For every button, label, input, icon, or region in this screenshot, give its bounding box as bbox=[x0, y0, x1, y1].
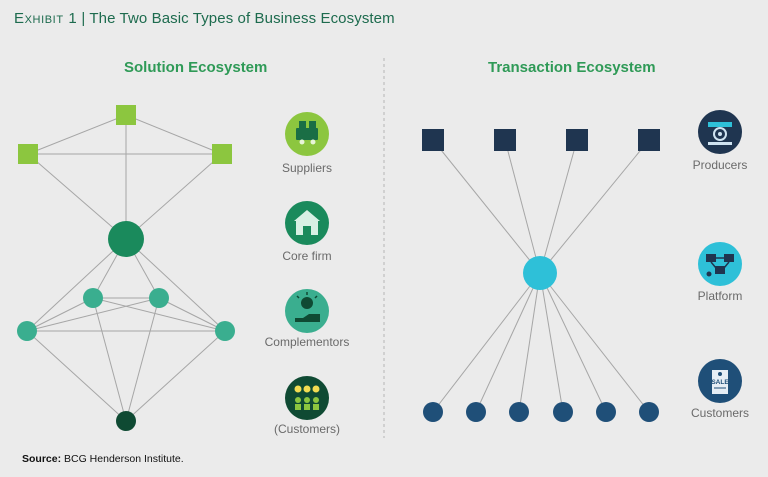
supplier-node bbox=[212, 144, 232, 164]
transaction-network-edges bbox=[432, 139, 650, 413]
customers-icon bbox=[285, 376, 329, 420]
legend-label-complementors: Complementors bbox=[264, 335, 350, 349]
customers-sale-tag-icon: SALE bbox=[698, 359, 742, 403]
exhibit-title: Exhibit 1|The Two Basic Types of Busines… bbox=[14, 10, 395, 27]
producer-node bbox=[494, 129, 516, 151]
solution-network-edges bbox=[26, 114, 226, 422]
customer-node bbox=[596, 402, 616, 422]
exhibit-title-text: The Two Basic Types of Business Ecosyste… bbox=[89, 10, 395, 27]
complementor-node bbox=[215, 321, 235, 341]
core-firm-node bbox=[108, 221, 144, 257]
legend-label-customers-transaction: Customers bbox=[690, 406, 749, 420]
customer-node bbox=[423, 402, 443, 422]
source-text: BCG Henderson Institute. bbox=[64, 453, 184, 465]
platform-icon bbox=[698, 242, 742, 286]
solution-ecosystem-heading: Solution Ecosystem bbox=[124, 59, 268, 76]
customer-node bbox=[466, 402, 486, 422]
platform-node bbox=[523, 256, 557, 290]
supplier-node bbox=[18, 144, 38, 164]
complementor-node bbox=[83, 288, 103, 308]
complementors-icon bbox=[285, 289, 329, 333]
customer-node bbox=[116, 411, 136, 431]
source-note: Source: BCG Henderson Institute. bbox=[22, 453, 184, 465]
legend-label-customers: (Customers) bbox=[273, 422, 340, 436]
legend-label-producers: Producers bbox=[692, 158, 748, 172]
sale-tag-text: SALE bbox=[711, 379, 729, 386]
legend-label-suppliers: Suppliers bbox=[281, 161, 333, 175]
suppliers-icon bbox=[285, 112, 329, 156]
exhibit-number: Exhibit 1 bbox=[14, 10, 78, 27]
legend-label-core-firm: Core firm bbox=[282, 249, 332, 263]
complementor-node bbox=[149, 288, 169, 308]
legend-label-platform: Platform bbox=[697, 289, 743, 303]
supplier-node bbox=[116, 105, 136, 125]
title-separator: | bbox=[81, 10, 86, 27]
producer-node bbox=[566, 129, 588, 151]
source-prefix: Source: bbox=[22, 453, 62, 465]
customer-node bbox=[553, 402, 573, 422]
customer-node bbox=[639, 402, 659, 422]
producers-icon bbox=[698, 110, 742, 154]
core-firm-icon bbox=[285, 201, 329, 245]
customer-node bbox=[509, 402, 529, 422]
producer-node bbox=[638, 129, 660, 151]
transaction-ecosystem-heading: Transaction Ecosystem bbox=[488, 59, 656, 76]
producer-node bbox=[422, 129, 444, 151]
complementor-node bbox=[17, 321, 37, 341]
